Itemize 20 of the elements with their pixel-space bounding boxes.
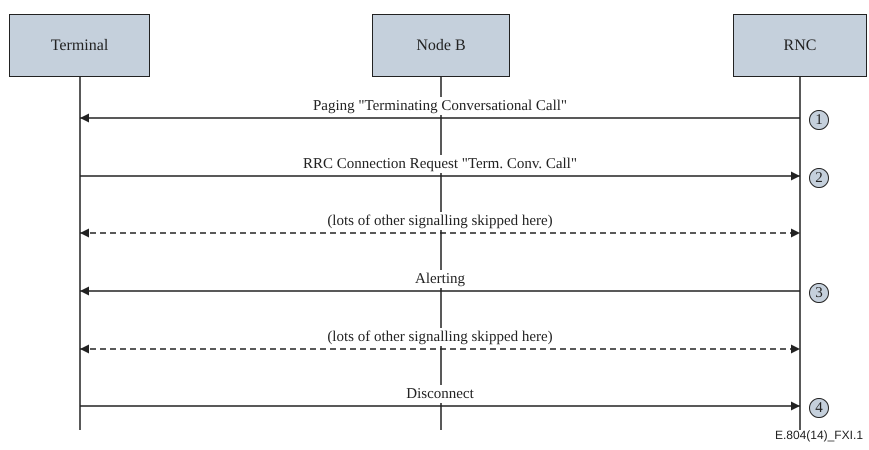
message-label: (lots of other signalling skipped here)	[325, 328, 555, 346]
step-number: 4	[809, 398, 829, 418]
participant-box: Terminal	[9, 14, 150, 77]
message-arrow	[80, 344, 800, 354]
participant-box: Node B	[372, 14, 510, 77]
message-arrow	[80, 228, 800, 238]
message-arrow	[80, 402, 800, 410]
message-label: RRC Connection Request "Term. Conv. Call"	[301, 155, 579, 173]
message-label: (lots of other signalling skipped here)	[325, 212, 555, 230]
participant-box: RNC	[733, 14, 867, 77]
message-label: Paging "Terminating Conversational Call"	[310, 97, 570, 115]
step-number: 3	[809, 283, 829, 303]
message-arrow	[80, 286, 800, 296]
figure-id: E.804(14)_FXI.1	[774, 428, 863, 442]
step-number: 2	[809, 168, 829, 188]
message-arrow	[80, 172, 800, 180]
step-number: 1	[809, 110, 829, 130]
message-arrow	[80, 114, 800, 122]
message-label: Disconnect	[404, 385, 476, 403]
message-label: Alerting	[413, 270, 467, 288]
